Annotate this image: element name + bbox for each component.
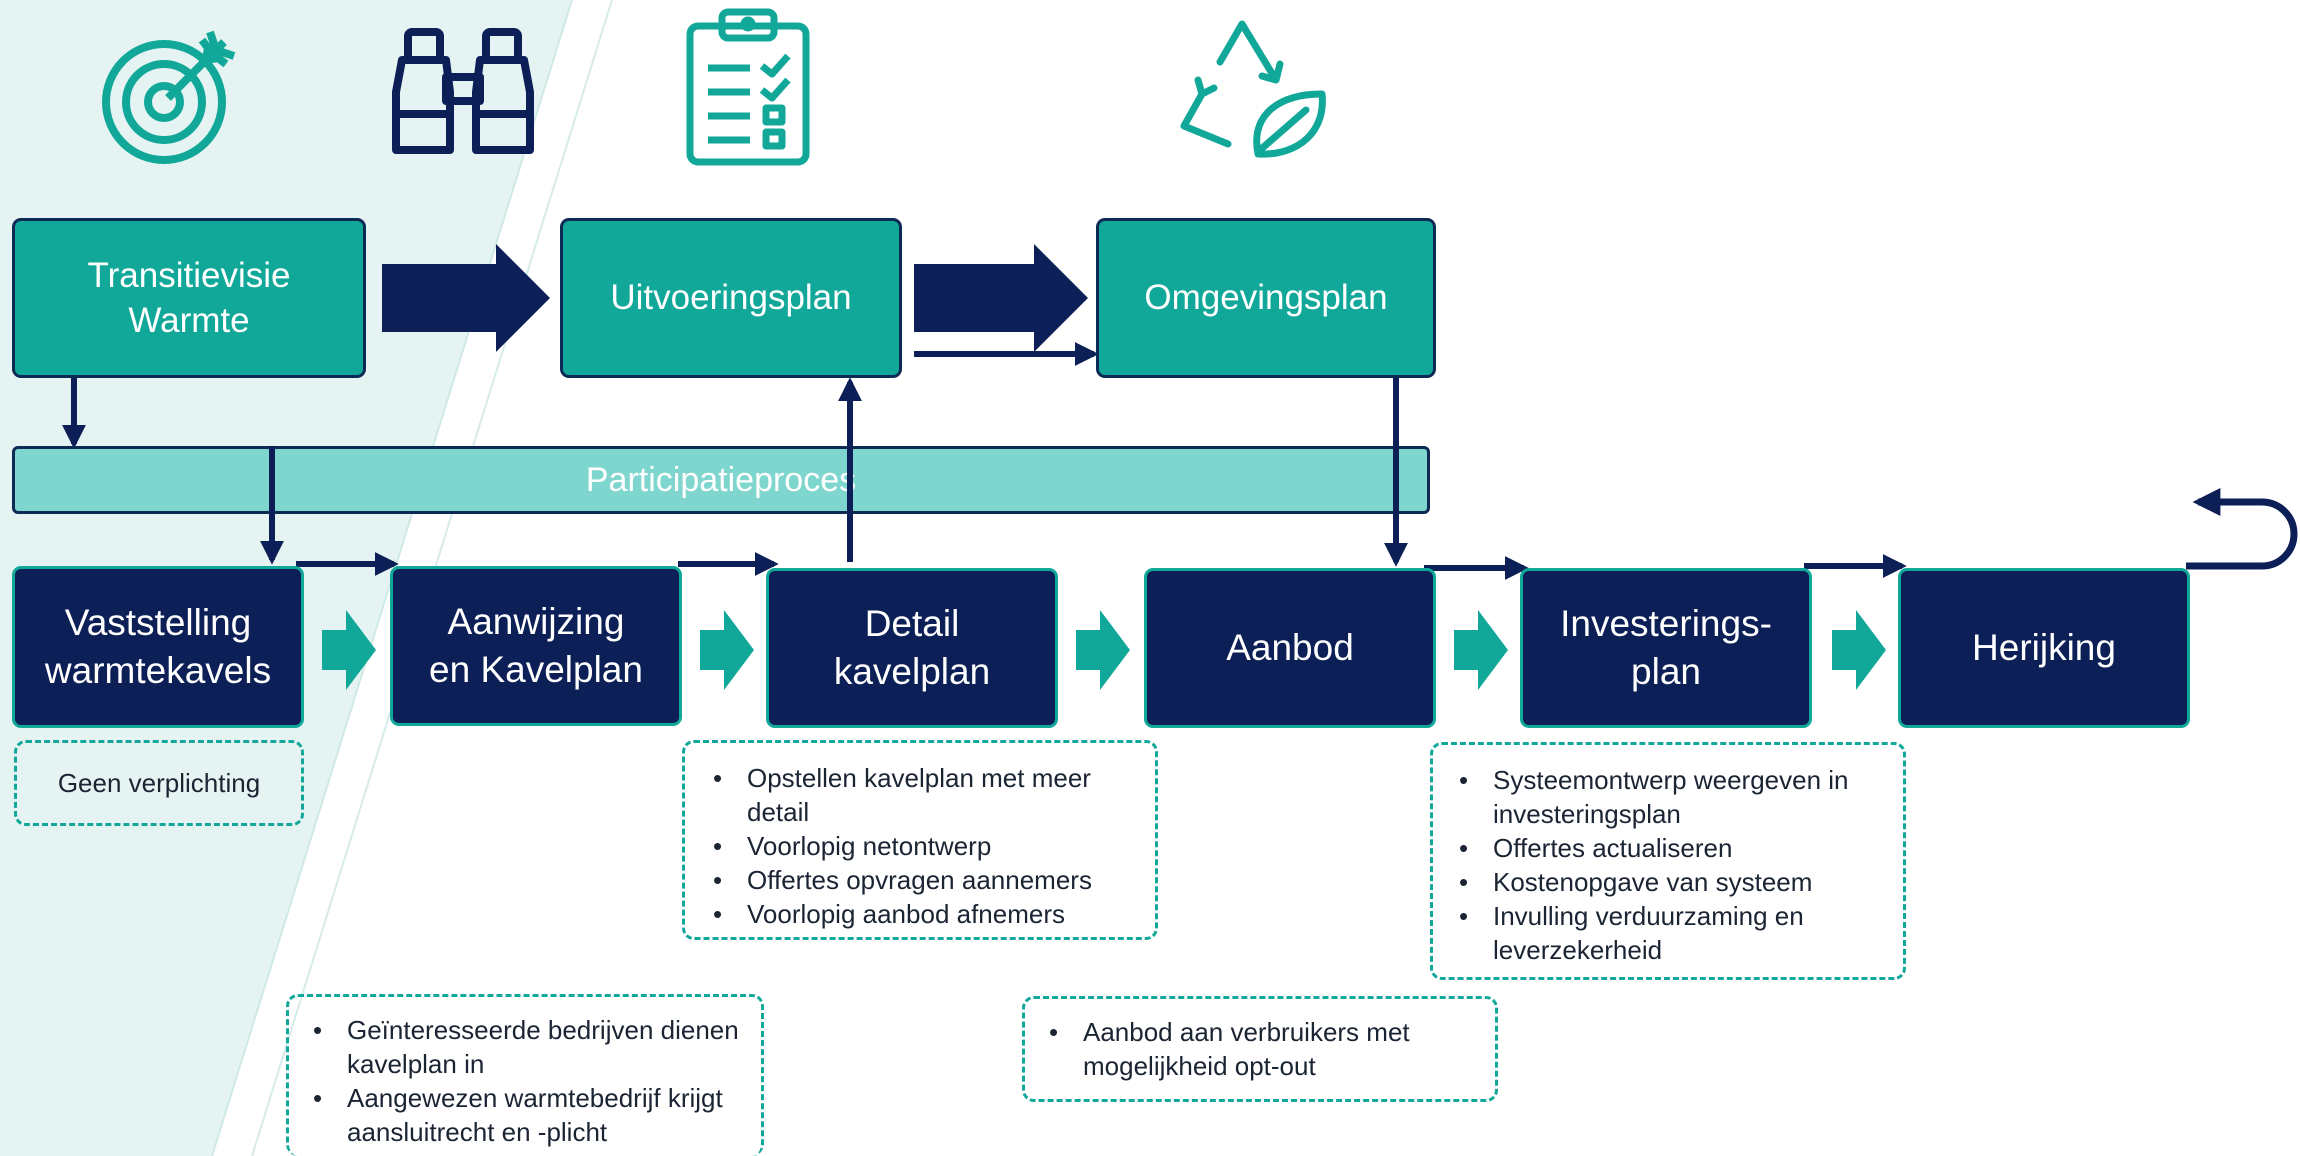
step-detail-kavelplan: Detail kavelplan <box>766 568 1058 728</box>
note-item: Kostenopgave van systeem <box>1453 865 1887 899</box>
binoculars-icon <box>392 28 534 154</box>
step-arrow-5 <box>1832 610 1886 690</box>
transitievisie-box: Transitievisie Warmte <box>12 218 366 378</box>
note-item: Voorlopig aanbod afnemers <box>707 897 1139 931</box>
note-item: Systeemontwerp weergeven in investerings… <box>1453 763 1887 831</box>
note-item: Invulling verduurzaming en leverzekerhei… <box>1453 899 1887 967</box>
step-vaststelling: Vaststelling warmtekavels <box>12 566 304 728</box>
note-item: Offertes actualiseren <box>1453 831 1887 865</box>
note-item: Offertes opvragen aannemers <box>707 863 1139 897</box>
note-item: Opstellen kavelplan met meer detail <box>707 761 1139 829</box>
clipboard-checklist-icon <box>686 8 810 166</box>
target-icon <box>102 30 236 164</box>
block-arrow-1 <box>382 244 550 352</box>
step-aanbod: Aanbod <box>1144 568 1436 728</box>
step-arrow-1 <box>322 610 376 690</box>
note-geen-verplichting-text: Geen verplichting <box>57 768 261 798</box>
step-herijking: Herijking <box>1898 568 2190 728</box>
step-arrow-4 <box>1454 610 1508 690</box>
participatieproces-bar: Participatieproces <box>12 446 1430 514</box>
step-aanwijzing: Aanwijzing en Kavelplan <box>390 566 682 726</box>
block-arrow-2 <box>914 244 1088 352</box>
step-investeringsplan: Investerings- plan <box>1520 568 1812 728</box>
note-aanbod: Aanbod aan verbruikers met mogelijkheid … <box>1022 996 1498 1102</box>
note-item: Geïnteresseerde bedrijven dienen kavelpl… <box>307 1013 745 1081</box>
omgevingsplan-box: Omgevingsplan <box>1096 218 1436 378</box>
step-arrow-2 <box>700 610 754 690</box>
uitvoeringsplan-box: Uitvoeringsplan <box>560 218 902 378</box>
note-item: Voorlopig netontwerp <box>707 829 1139 863</box>
note-item: Aangewezen warmtebedrijf krijgt aansluit… <box>307 1081 745 1149</box>
step-arrow-3 <box>1076 610 1130 690</box>
note-investeringsplan: Systeemontwerp weergeven in investerings… <box>1430 742 1906 980</box>
recycle-leaf-icon <box>1180 20 1326 158</box>
note-detail-kavelplan: Opstellen kavelplan met meer detail Voor… <box>682 740 1158 940</box>
note-item: Aanbod aan verbruikers met mogelijkheid … <box>1043 1015 1479 1083</box>
note-aanwijzing: Geïnteresseerde bedrijven dienen kavelpl… <box>286 994 764 1156</box>
note-geen-verplichting: Geen verplichting <box>14 740 304 826</box>
